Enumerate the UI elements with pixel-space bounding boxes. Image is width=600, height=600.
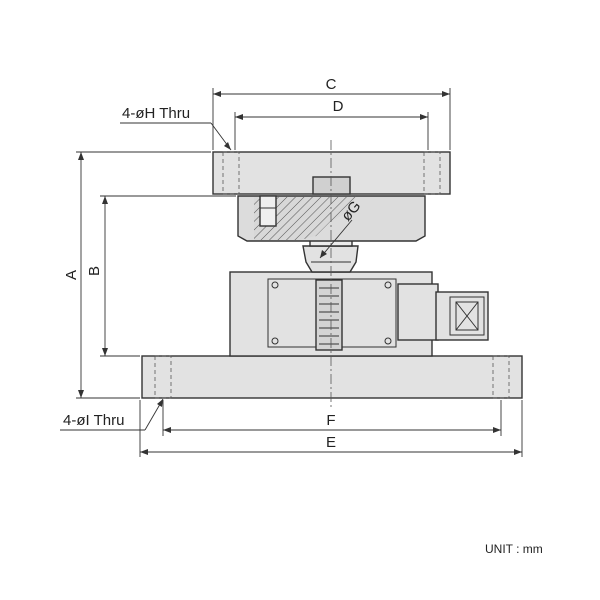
upper-block: [237, 195, 426, 242]
dimension-a-label: A: [63, 270, 80, 280]
dimension-d-label: D: [333, 98, 344, 115]
dimension-e: E: [139, 400, 523, 457]
dimension-a: A: [63, 151, 211, 399]
top-plate: [212, 151, 451, 195]
unit-label: UNIT : mm: [485, 542, 543, 556]
top-holes-callout: 4-øH Thru: [120, 105, 232, 151]
bottom-holes-callout: 4-øI Thru: [60, 398, 164, 431]
dimension-f: F: [162, 400, 502, 436]
cover-screws: [271, 281, 392, 345]
dimension-e-label: E: [326, 434, 336, 451]
bottom-holes-label: 4-øI Thru: [63, 412, 124, 429]
dimension-b: B: [86, 195, 236, 357]
dimension-c: C: [212, 76, 451, 150]
dimension-c-label: C: [326, 76, 337, 93]
base-plate: [141, 355, 523, 399]
cable-connector: [397, 283, 489, 341]
dimension-f-label: F: [326, 412, 335, 429]
dimension-d: D: [234, 98, 429, 150]
dimension-b-label: B: [86, 266, 103, 276]
top-holes-label: 4-øH Thru: [122, 105, 190, 122]
